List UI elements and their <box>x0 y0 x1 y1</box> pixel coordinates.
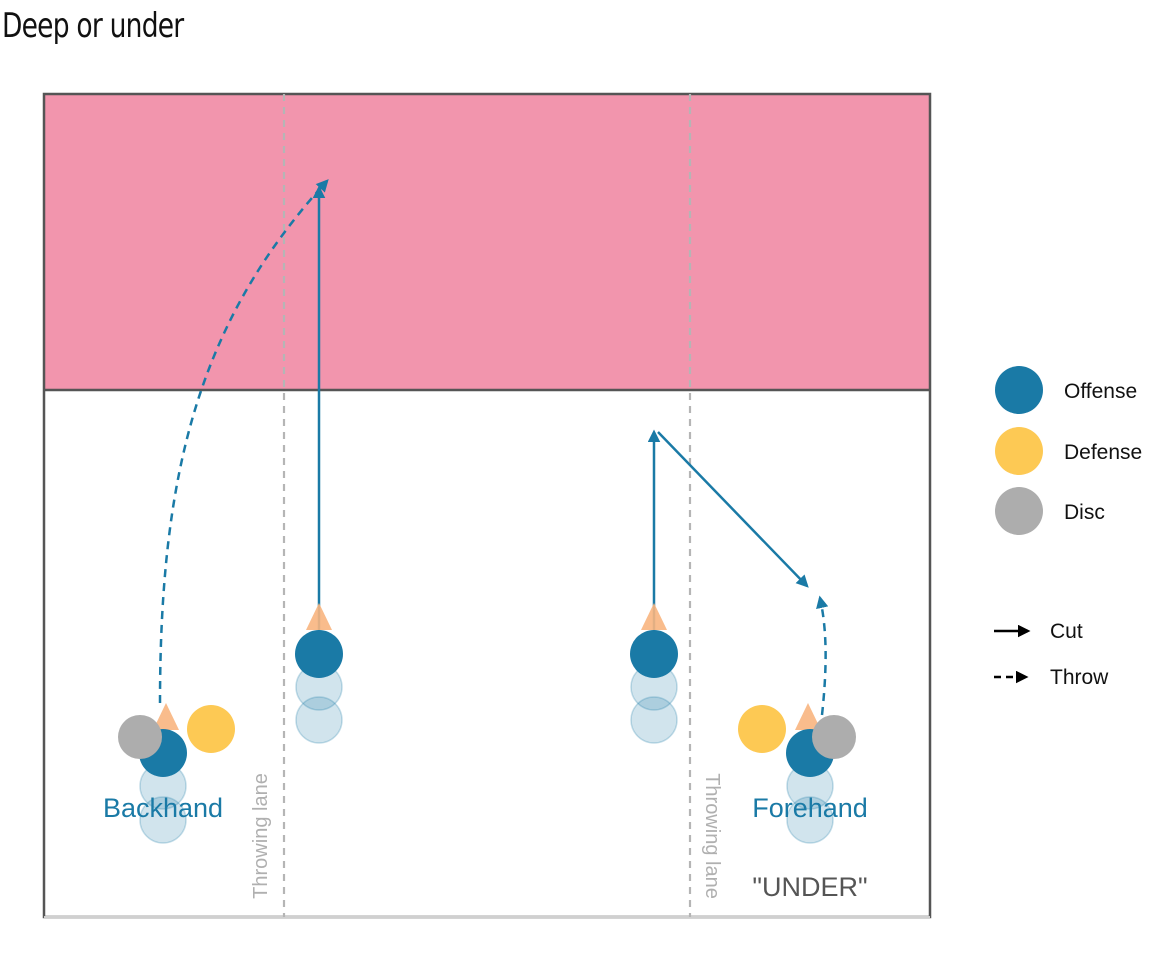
legend: Offense Defense Disc Cut Throw <box>994 366 1142 689</box>
offense-player <box>295 630 343 678</box>
legend-offense-swatch <box>995 366 1043 414</box>
defender-marks <box>153 603 821 730</box>
mark-triangle <box>795 703 821 730</box>
mark-triangle <box>306 603 332 630</box>
legend-throw-label: Throw <box>1050 666 1109 689</box>
offense-player <box>630 630 678 678</box>
diagram-title: Deep or under <box>2 6 184 46</box>
legend-disc-swatch <box>995 487 1043 535</box>
throw-arrow-deep <box>158 179 329 704</box>
disc <box>812 715 856 759</box>
cut-arrow-under-return <box>657 431 809 588</box>
defense-player <box>187 705 235 753</box>
defense-player <box>738 705 786 753</box>
mark-triangle <box>641 603 667 630</box>
offense-ghost-positions <box>139 663 834 844</box>
legend-defense-label: Defense <box>1064 441 1142 464</box>
ghost-offense <box>630 696 678 744</box>
ghost-offense <box>295 696 343 744</box>
throw-arrow-under <box>816 595 829 716</box>
legend-disc-label: Disc <box>1064 501 1105 524</box>
under-label: "UNDER" <box>752 872 867 902</box>
forehand-label: Forehand <box>752 793 868 823</box>
legend-offense-label: Offense <box>1064 380 1137 403</box>
ghost-offense <box>786 796 834 844</box>
disc <box>118 715 162 759</box>
mark-triangle <box>153 703 179 730</box>
legend-cut-label: Cut <box>1050 620 1083 643</box>
legend-defense-swatch <box>995 427 1043 475</box>
backhand-label: Backhand <box>103 793 223 823</box>
ghost-offense <box>139 796 187 844</box>
throwing-lane-left-label: Throwing lane <box>250 773 272 899</box>
throwing-lane-right-label: Throwing lane <box>701 773 723 899</box>
endzone <box>44 94 930 390</box>
